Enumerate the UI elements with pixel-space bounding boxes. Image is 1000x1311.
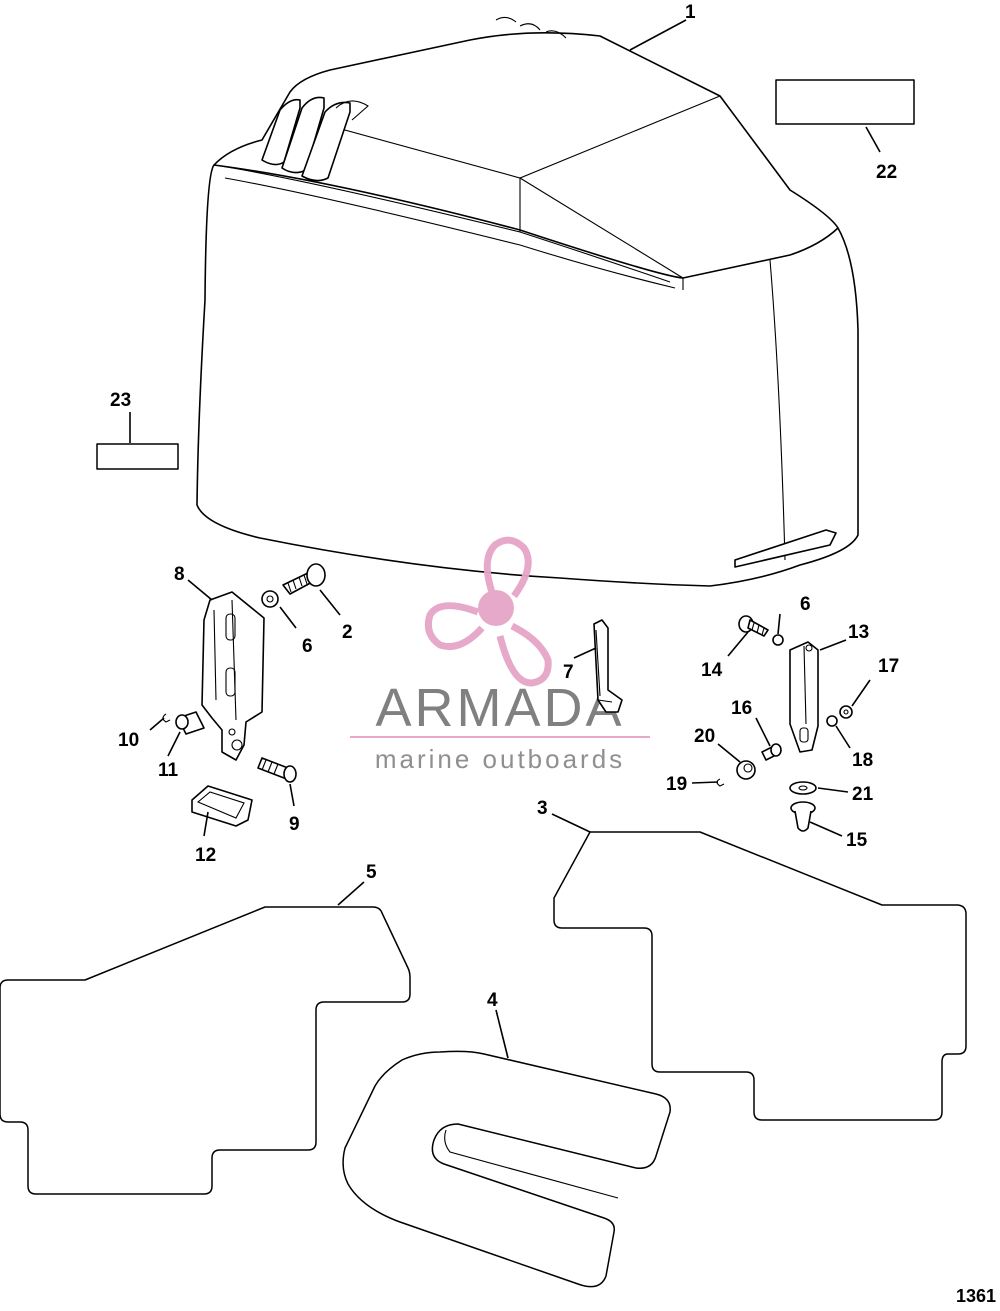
callout-6-left: 6 [302,636,313,657]
screw-14 [738,615,769,637]
callout-22: 22 [876,162,897,183]
armada-logo: ARMADA marine outboards [350,536,650,774]
callout-16: 16 [731,698,752,719]
seal-pad-3 [553,831,967,1121]
seal-pad-4 [342,1050,671,1288]
callout-10: 10 [118,730,139,751]
clip-19 [716,778,725,787]
nut-17 [839,705,853,719]
callout-23: 23 [110,390,131,411]
figure-number: 1361 [956,1286,996,1306]
callout-8: 8 [174,564,185,585]
washer-21 [789,781,817,795]
callout-6-right: 6 [800,594,811,615]
callout-20: 20 [694,726,715,747]
callout-3: 3 [537,798,548,819]
bolt-2 [282,563,326,595]
washer-18 [826,715,838,727]
propeller-icon [424,536,552,687]
washer-6-right [772,634,784,646]
spacer-20 [736,760,756,780]
seal-pad-5 [0,906,411,1195]
lock-washer-6-left [261,590,279,608]
callout-14: 14 [701,660,723,681]
callout-5: 5 [366,862,377,883]
logo-tagline: marine outboards [375,744,625,774]
callout-12: 12 [195,845,216,866]
decal-22 [775,79,915,125]
callout-1: 1 [685,2,696,23]
leader-lines [129,19,881,1059]
callout-labels: 1 2 3 4 5 6 6 7 8 9 10 11 12 13 14 15 16… [110,2,899,1011]
latch-bracket-left [201,591,265,761]
callout-19: 19 [666,774,687,795]
pin-9 [257,757,297,783]
spacer-11 [175,711,205,735]
callout-13: 13 [848,622,869,643]
decal-23 [96,443,179,470]
callout-9: 9 [289,814,300,835]
clip-10 [162,713,171,723]
latch-bracket-right [789,641,819,753]
cowl-vents [261,16,567,182]
callout-2: 2 [342,622,353,643]
stud-16 [761,743,782,761]
callout-21: 21 [852,784,874,805]
latch-hook-7 [593,619,623,713]
top-cowl [196,16,859,587]
grommet-12 [191,785,253,827]
logo-brand: ARMADA [375,678,624,738]
bumper-15 [790,801,816,832]
callout-11: 11 [158,760,179,781]
callout-18: 18 [852,750,873,771]
callout-15: 15 [846,830,868,851]
callout-17: 17 [878,656,899,677]
callout-4: 4 [487,990,498,1011]
callout-7: 7 [563,662,574,683]
